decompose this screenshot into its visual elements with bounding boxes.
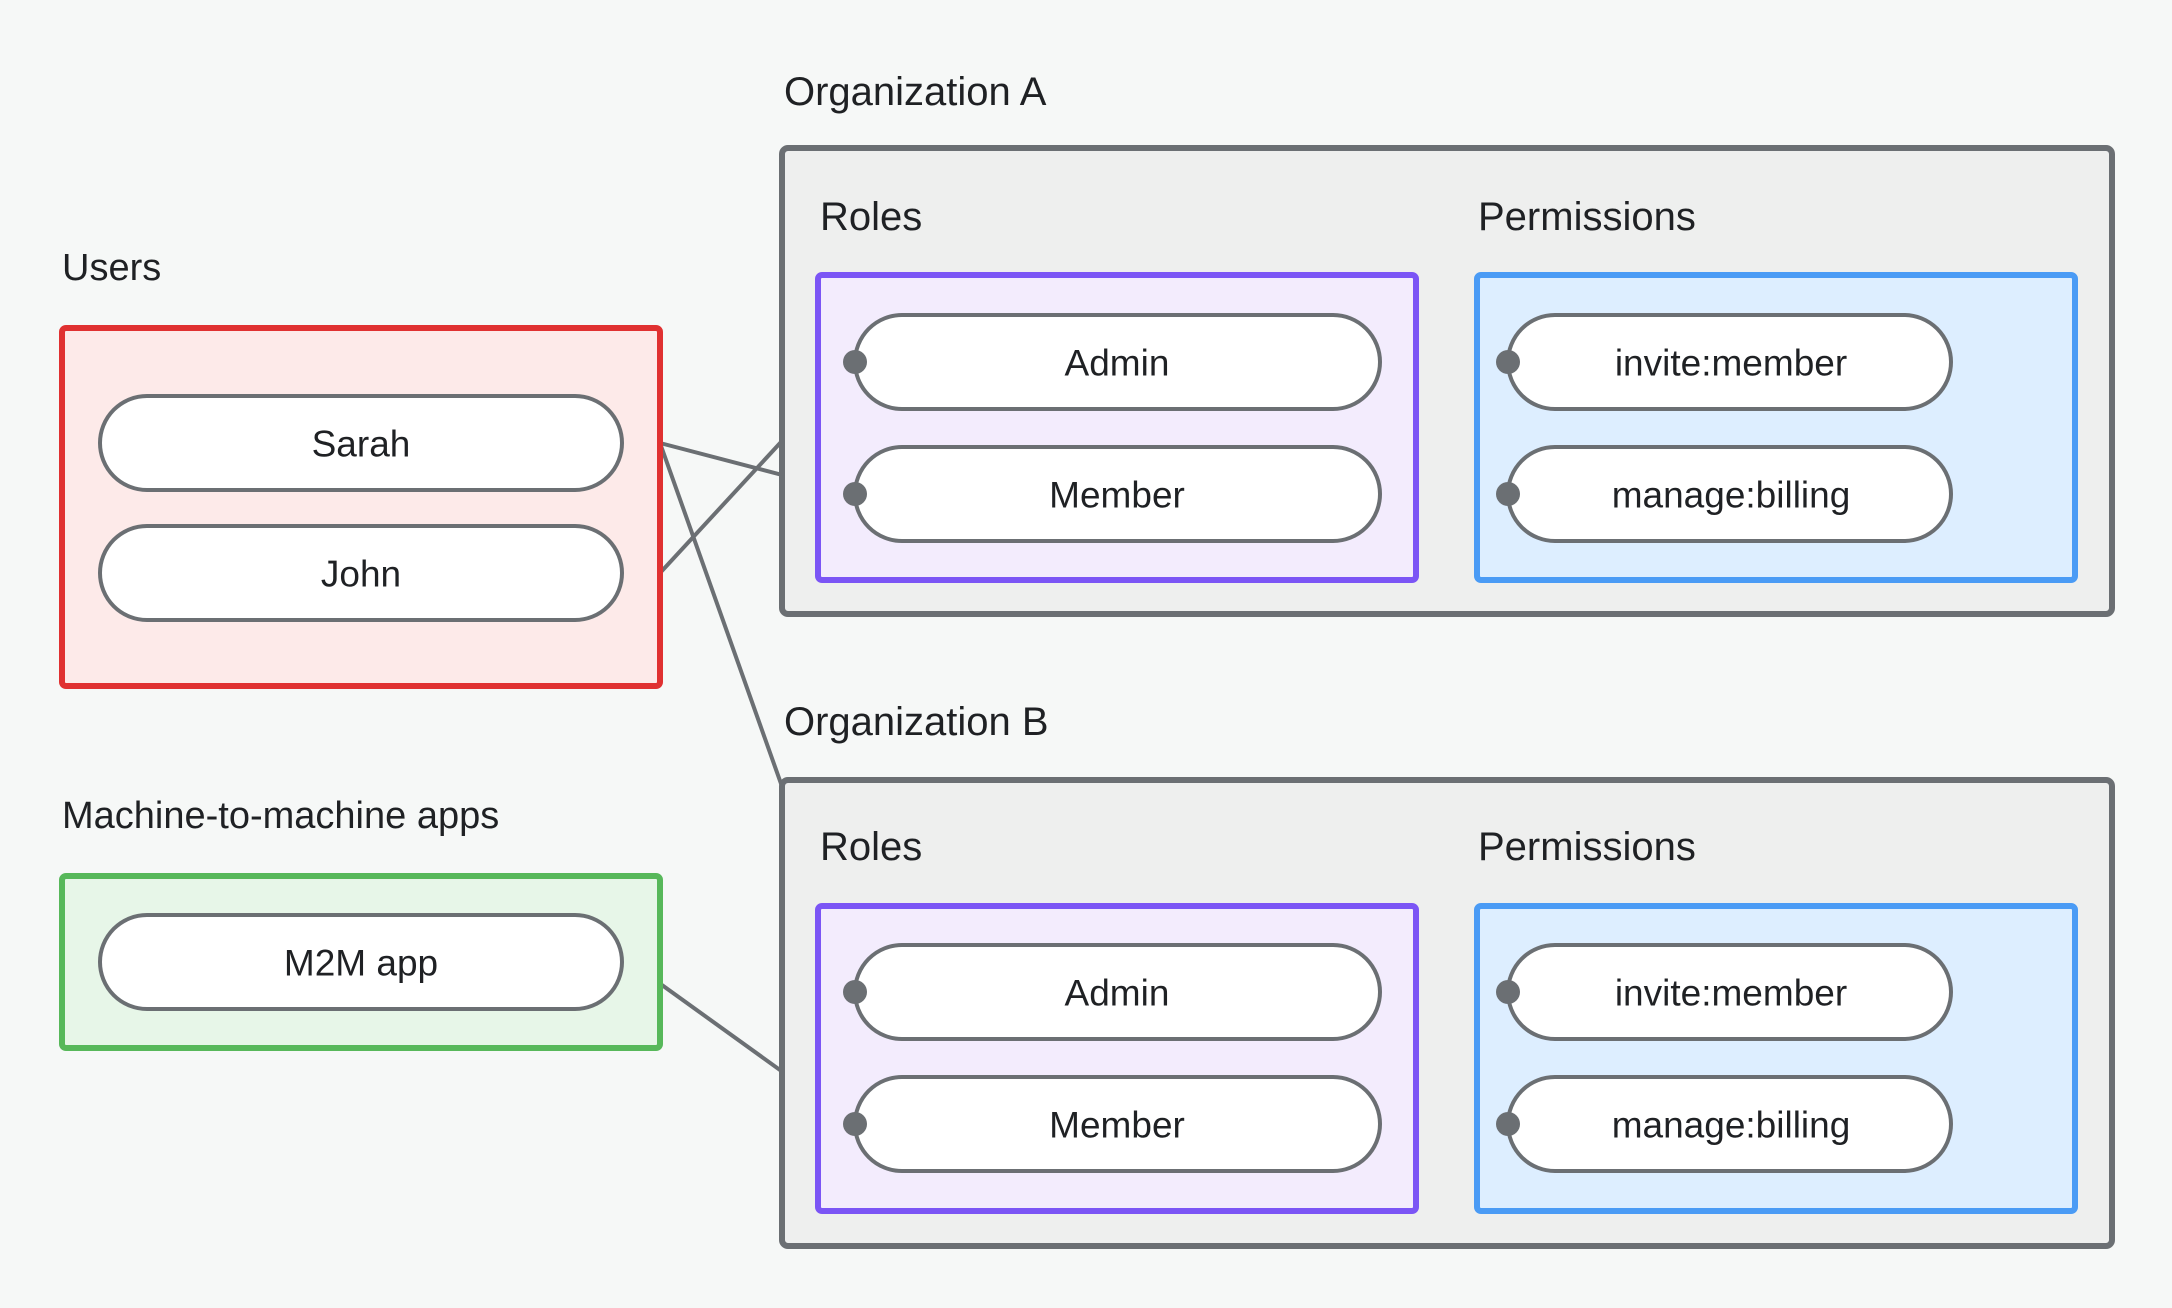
org-a-roles-label: Roles — [820, 195, 922, 239]
endpoint-dot-org-b-invite-in — [1496, 980, 1520, 1004]
endpoint-dot-org-a-admin-in — [843, 350, 867, 374]
connection-endpoint-dots — [843, 350, 1520, 1136]
endpoint-dot-org-b-member-in — [843, 1112, 867, 1136]
node-org-b-invite-label: invite:member — [1615, 973, 1847, 1014]
org-b-roles-label: Roles — [820, 825, 922, 869]
endpoint-dot-org-a-billing-in — [1496, 482, 1520, 506]
node-sarah-label: Sarah — [312, 424, 411, 465]
organization-b-label: Organization B — [784, 700, 1049, 744]
node-org-a-member-label: Member — [1049, 475, 1185, 516]
org-a-permissions-label: Permissions — [1478, 195, 1696, 239]
node-org-a-admin[interactable]: Admin — [853, 313, 1382, 411]
node-sarah[interactable]: Sarah — [98, 394, 624, 492]
node-john-shape — [98, 524, 624, 622]
node-org-b-billing[interactable]: manage:billing — [1506, 1075, 1953, 1173]
endpoint-dot-org-a-invite-in — [1496, 350, 1520, 374]
node-m2m-app[interactable]: M2M app — [98, 913, 624, 1011]
node-org-b-invite[interactable]: invite:member — [1506, 943, 1953, 1041]
endpoint-dot-org-b-admin-in — [843, 980, 867, 1004]
m2m-group-label: Machine-to-machine apps — [62, 795, 499, 837]
node-org-b-member-label: Member — [1049, 1105, 1185, 1146]
node-org-b-member[interactable]: Member — [853, 1075, 1382, 1173]
m2m-group: Machine-to-machine apps M2M app — [59, 795, 663, 1051]
organization-a: Organization A Roles Admin Member Permis… — [779, 70, 2115, 617]
node-org-a-billing[interactable]: manage:billing — [1506, 445, 1953, 543]
users-group: Users Sarah John — [59, 247, 663, 689]
node-john-label: John — [321, 554, 401, 595]
node-org-a-invite[interactable]: invite:member — [1506, 313, 1953, 411]
endpoint-dot-org-b-billing-in — [1496, 1112, 1520, 1136]
org-b-permissions-label: Permissions — [1478, 825, 1696, 869]
node-org-a-invite-label: invite:member — [1615, 343, 1847, 384]
organization-a-label: Organization A — [784, 70, 1047, 114]
node-org-a-billing-label: manage:billing — [1612, 475, 1851, 516]
users-group-label: Users — [62, 247, 161, 289]
users-container — [59, 325, 663, 689]
node-m2m-app-shape — [98, 913, 624, 1011]
node-org-b-admin-label: Admin — [1065, 973, 1170, 1014]
node-org-b-billing-label: manage:billing — [1612, 1105, 1851, 1146]
endpoint-dot-org-a-member-in — [843, 482, 867, 506]
node-org-a-admin-label: Admin — [1065, 343, 1170, 384]
node-sarah-shape — [98, 394, 624, 492]
node-org-a-member[interactable]: Member — [853, 445, 1382, 543]
node-org-b-admin[interactable]: Admin — [853, 943, 1382, 1041]
node-john[interactable]: John — [98, 524, 624, 622]
organization-b: Organization B Roles Admin Member Permis… — [779, 700, 2115, 1249]
node-m2m-app-label: M2M app — [284, 943, 438, 984]
